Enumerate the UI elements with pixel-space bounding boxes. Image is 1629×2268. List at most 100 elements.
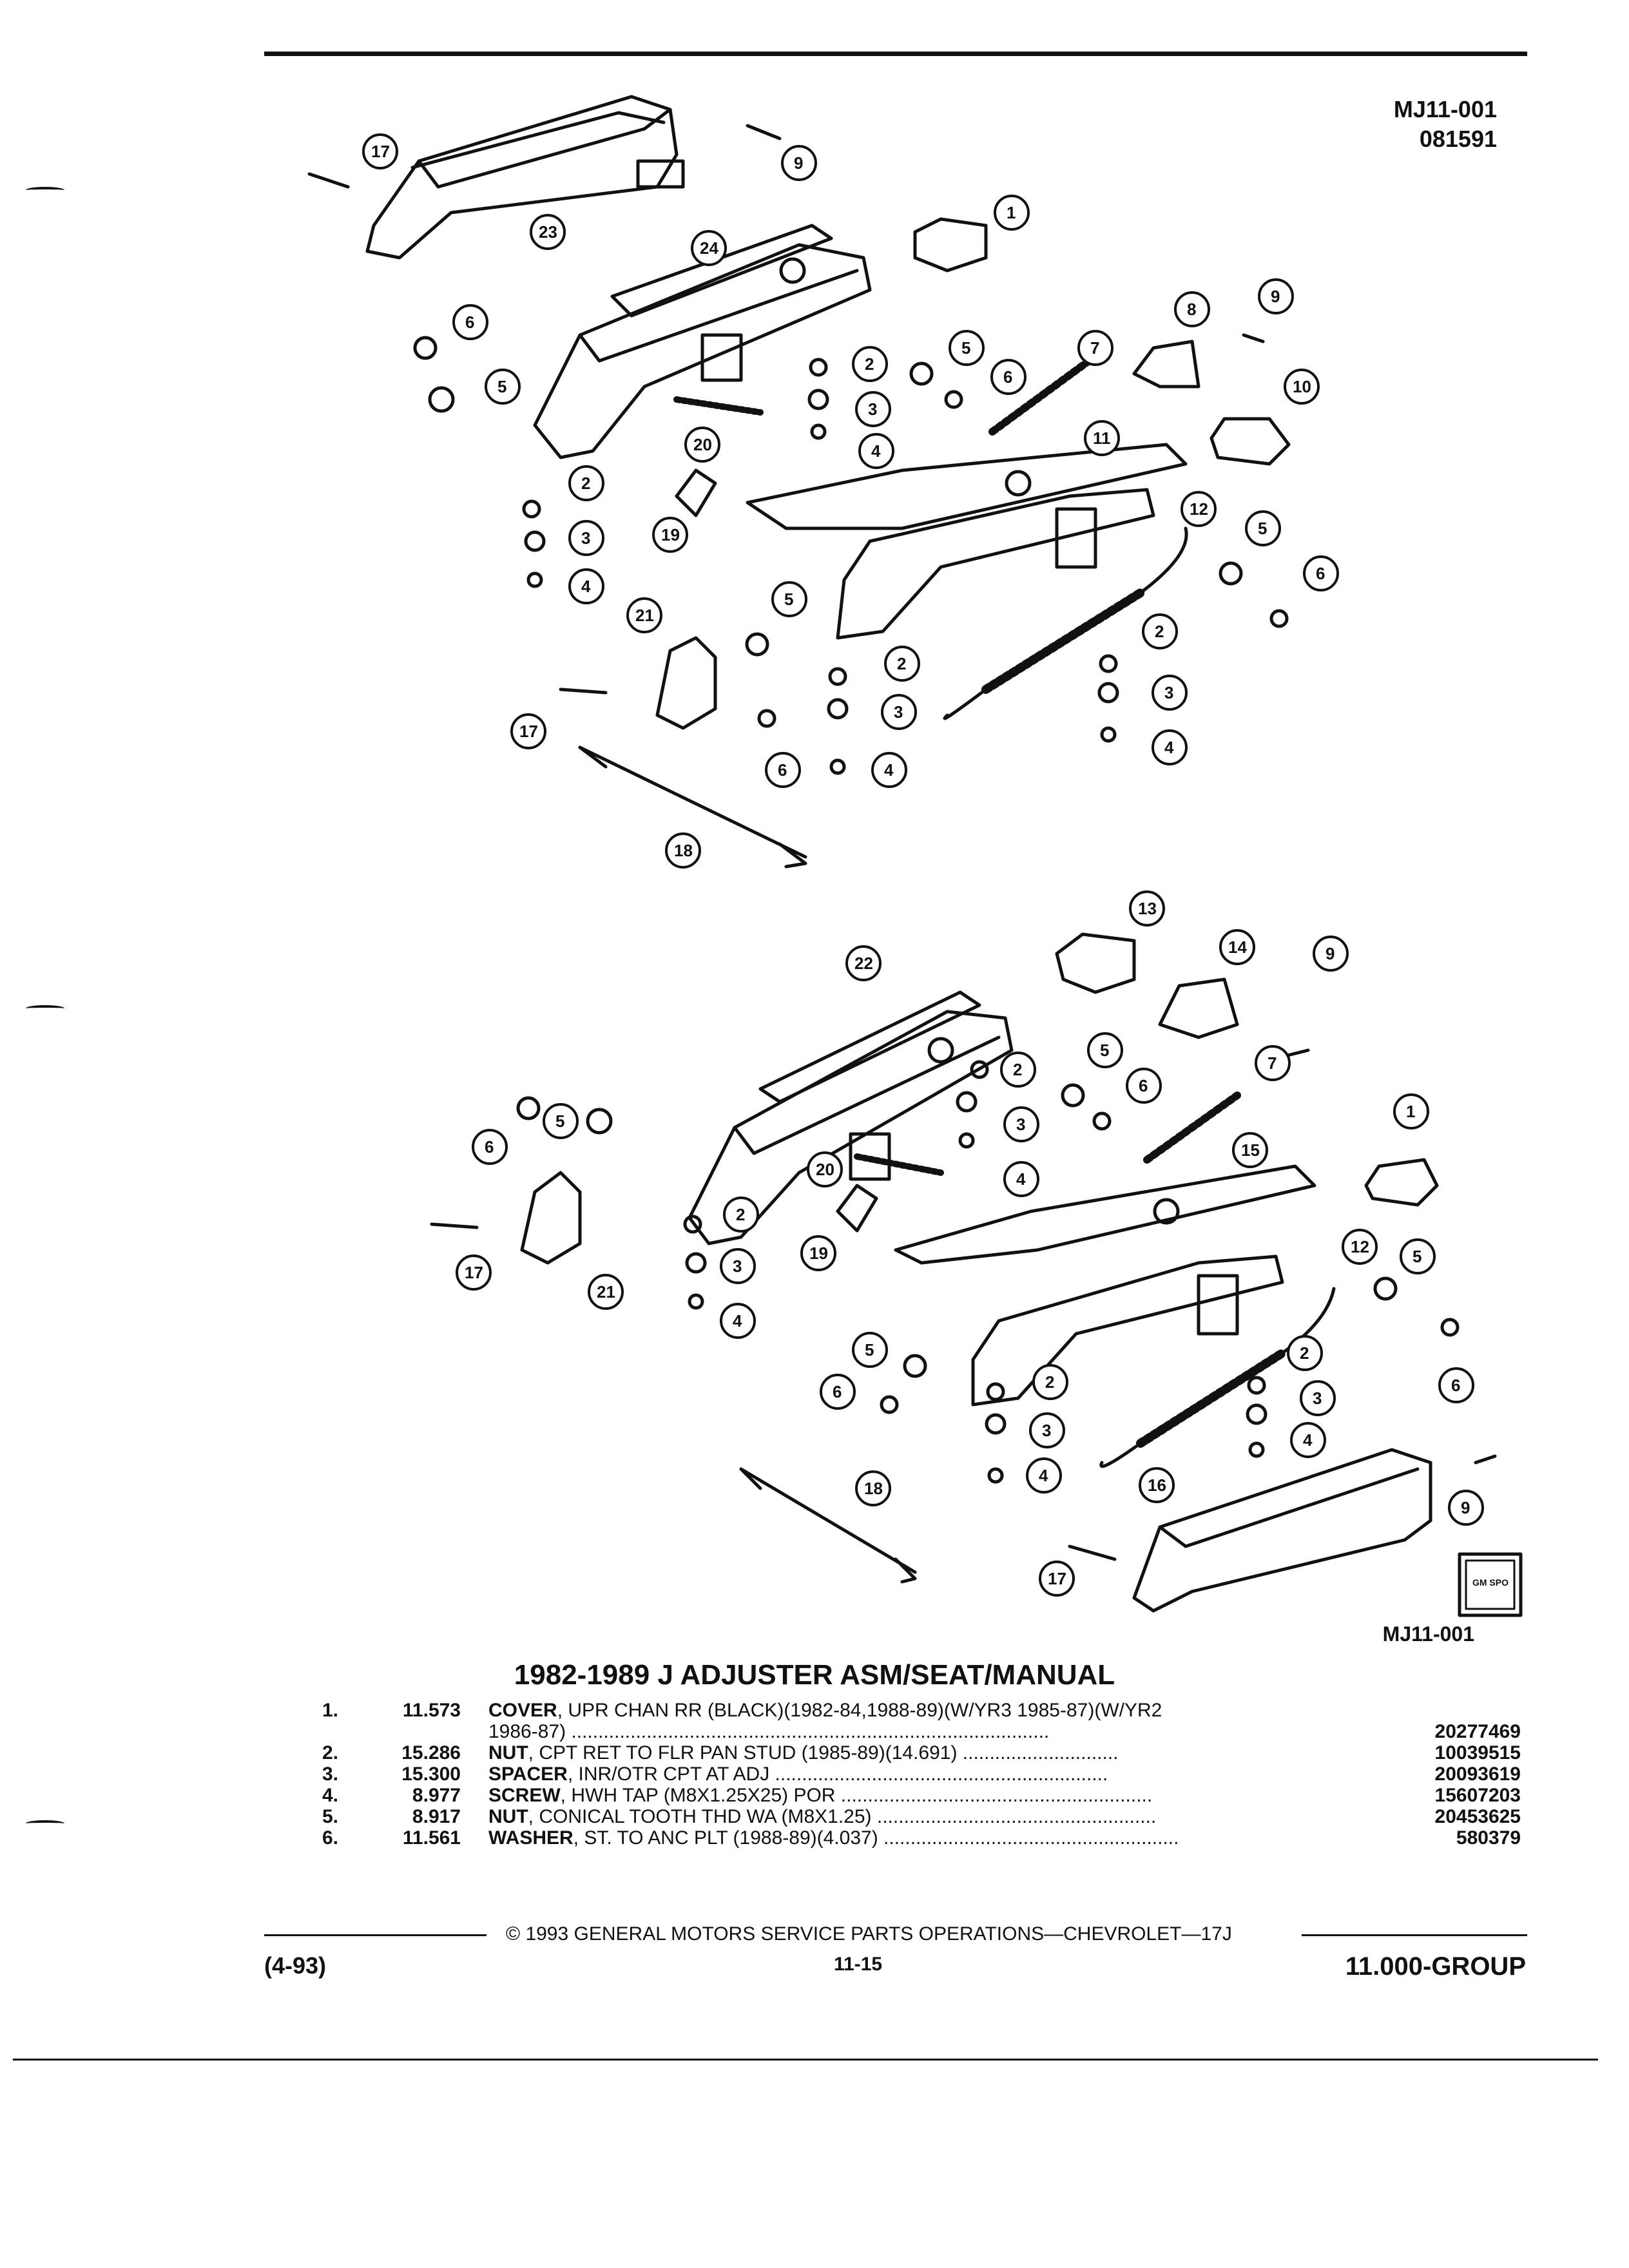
part-name: NUT <box>488 1806 528 1827</box>
callout-label: 6 <box>1316 564 1325 583</box>
callout-label: 1 <box>1007 203 1016 222</box>
callout-label: 5 <box>1100 1041 1110 1060</box>
callout-label: 6 <box>778 760 787 780</box>
callout-label: 4 <box>1164 738 1174 757</box>
footer-rule-left <box>264 1934 487 1936</box>
callout-label: 17 <box>519 722 538 741</box>
callout-label: 6 <box>1003 367 1013 387</box>
callout-label: 2 <box>1155 622 1164 641</box>
callout-label: 2 <box>1013 1060 1023 1079</box>
callout-label: 3 <box>1016 1115 1026 1134</box>
part-number: 4. <box>322 1785 339 1806</box>
callout-label: 24 <box>700 238 718 258</box>
part-7-spring <box>988 357 1093 436</box>
part-21-cover <box>655 636 717 730</box>
part-pn: 20277469 <box>1434 1721 1521 1742</box>
callout-label: 21 <box>597 1282 615 1302</box>
binder-mark <box>26 1005 64 1012</box>
part-1-bracket <box>913 217 988 273</box>
part-code: 15.300 <box>401 1763 461 1785</box>
callout-label: 5 <box>497 377 507 396</box>
part-18-rod-lower <box>739 1467 917 1574</box>
callout-label: 5 <box>1412 1247 1422 1266</box>
callout-label: 4 <box>1039 1466 1048 1485</box>
part-detail: , UPR CHAN RR (BLACK)(1982-84,1988-89)(W… <box>557 1700 1162 1721</box>
part-24-track <box>533 243 872 459</box>
part-8-clip <box>1132 340 1200 389</box>
part-19-knob <box>675 468 717 517</box>
callout-label: 6 <box>465 312 475 332</box>
part-pn: 20093619 <box>1434 1763 1521 1785</box>
gm-spo-logo <box>1458 1552 1523 1617</box>
bottom-rule <box>13 2059 1598 2061</box>
callout-label: 2 <box>581 474 591 493</box>
callout-label: 16 <box>1148 1475 1166 1495</box>
callout-label: 3 <box>581 528 591 548</box>
footer-page-number: 11-15 <box>834 1954 883 1975</box>
callout-label: 23 <box>539 222 557 242</box>
part-description: COVER, UPR CHAN RR (BLACK)(1982-84,1988-… <box>488 1700 1379 1721</box>
callout-label: 22 <box>854 954 873 973</box>
callout-label: 4 <box>1303 1430 1313 1450</box>
part-15-track <box>894 1164 1316 1265</box>
part-code: 15.286 <box>401 1742 461 1763</box>
part-number: 5. <box>322 1806 339 1827</box>
callout-label: 21 <box>635 606 654 625</box>
part-pn: 10039515 <box>1434 1742 1521 1763</box>
part-description: WASHER, ST. TO ANC PLT (1988-89)(4.037) … <box>488 1827 1379 1849</box>
callout-label: 17 <box>465 1263 483 1282</box>
parts-row: 4. 8.977 SCREW, HWH TAP (M8X1.25X25) POR… <box>322 1785 1521 1806</box>
part-number: 1. <box>322 1700 339 1721</box>
parts-row-continuation: 1986-87) ...............................… <box>322 1721 1521 1742</box>
part-detail: , HWH TAP (M8X1.25X25) POR .............… <box>560 1785 1153 1806</box>
callout-label: 9 <box>794 153 804 173</box>
callout-label: 10 <box>1293 377 1311 396</box>
part-14-clip <box>1158 977 1239 1039</box>
page-title: 1982-1989 J ADJUSTER ASM/SEAT/MANUAL <box>514 1659 1115 1691</box>
callout-label: 3 <box>1042 1421 1052 1440</box>
callout-label: 6 <box>485 1137 494 1157</box>
callout-label: 5 <box>865 1340 874 1360</box>
callout-label: 4 <box>871 441 881 461</box>
part-7-spring-lower <box>1143 1091 1241 1164</box>
part-description-cont: 1986-87) ...............................… <box>488 1721 1379 1742</box>
callout-layer: 17 9 23 1 24 6 5 2 3 4 5 6 7 8 9 10 20 1… <box>371 142 1470 1588</box>
part-detail: , ST. TO ANC PLT (1988-89)(4.037) ......… <box>573 1827 1179 1849</box>
callout-label: 19 <box>661 525 680 544</box>
parts-row: 5. 8.917 NUT, CONICAL TOOTH THD WA (M8X1… <box>322 1806 1521 1827</box>
figure-label: MJ11-001 <box>1382 1622 1474 1646</box>
callout-label: 5 <box>555 1111 565 1131</box>
part-description: NUT, CPT RET TO FLR PAN STUD (1985-89)(1… <box>488 1742 1379 1763</box>
part-20-spring-lower <box>854 1153 944 1176</box>
callout-label: 2 <box>1300 1343 1309 1363</box>
callout-label: 11 <box>1093 428 1111 448</box>
part-pn: 20453625 <box>1434 1806 1521 1827</box>
callout-label: 12 <box>1351 1237 1369 1256</box>
part-21-cover-lower <box>520 1171 582 1265</box>
callout-label: 4 <box>884 760 894 780</box>
callout-label: 20 <box>693 435 712 454</box>
part-11-track <box>746 443 1188 530</box>
callout-label: 6 <box>1451 1376 1461 1395</box>
callout-label: 5 <box>961 338 971 358</box>
part-10-bracket <box>1210 417 1291 466</box>
part-description: SPACER, INR/OTR CPT AT ADJ .............… <box>488 1763 1379 1785</box>
callout-label: 9 <box>1325 944 1335 963</box>
footer-rule-right <box>1302 1934 1527 1936</box>
callout-label: 8 <box>1187 300 1197 319</box>
callout-label: 2 <box>865 354 874 374</box>
parts-row: 1. 11.573 COVER, UPR CHAN RR (BLACK)(198… <box>322 1700 1521 1721</box>
part-code: 11.561 <box>402 1827 461 1849</box>
callout-label: 9 <box>1461 1498 1470 1517</box>
part-23-cover <box>365 95 679 260</box>
callout-label: 4 <box>733 1311 742 1331</box>
parts-row: 2. 15.286 NUT, CPT RET TO FLR PAN STUD (… <box>322 1742 1521 1763</box>
callout-label: 12 <box>1190 499 1208 519</box>
callout-label: 15 <box>1241 1140 1260 1160</box>
callout-label: 5 <box>1258 519 1268 538</box>
part-description: NUT, CONICAL TOOTH THD WA (M8X1.25) ....… <box>488 1806 1379 1827</box>
top-rule <box>264 52 1527 56</box>
callout-label: 7 <box>1090 338 1100 358</box>
callout-label: 4 <box>581 577 591 596</box>
callout-label: 7 <box>1268 1053 1277 1073</box>
